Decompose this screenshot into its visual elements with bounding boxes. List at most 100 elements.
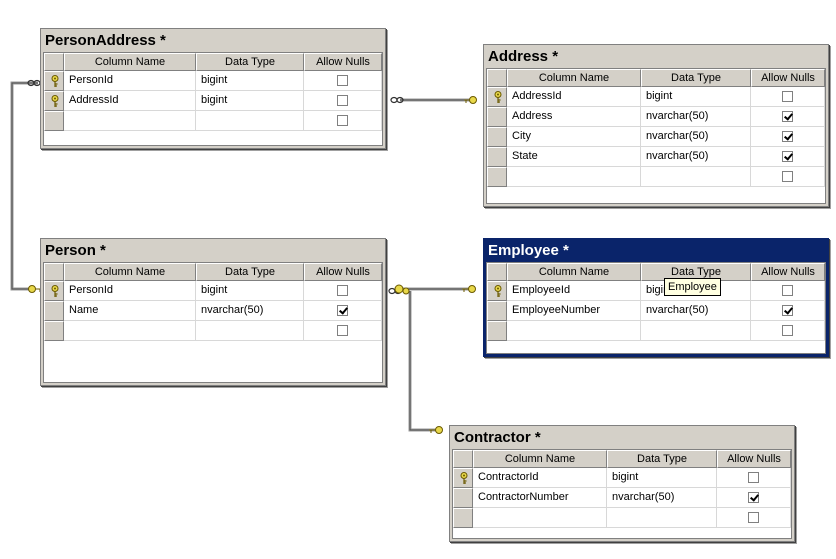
column-name-cell[interactable]: State [507,147,641,167]
allow-nulls-checkbox[interactable] [337,95,348,106]
allow-nulls-checkbox[interactable] [782,285,793,296]
data-type-header[interactable]: Data Type [196,53,304,71]
data-type-cell[interactable]: bigint [196,281,304,301]
row-selector[interactable] [44,111,64,131]
row-selector[interactable] [453,488,473,508]
data-type-cell[interactable]: bigint [641,87,751,107]
column-name-cell[interactable]: EmployeeNumber [507,301,641,321]
relationship-person-contractor[interactable] [408,291,436,432]
column-name-cell[interactable]: Address [507,107,641,127]
row-selector[interactable] [487,167,507,187]
allow-nulls-header[interactable]: Allow Nulls [304,53,382,71]
column-row[interactable] [453,508,791,528]
column-name-header[interactable]: Column Name [473,450,607,468]
data-type-cell[interactable]: nvarchar(50) [641,301,751,321]
data-type-cell[interactable]: bigint [607,468,717,488]
column-name-cell[interactable] [64,111,196,131]
column-name-cell[interactable] [64,321,196,341]
header-corner[interactable] [453,450,473,468]
header-corner[interactable] [44,263,64,281]
data-type-cell[interactable] [641,167,751,187]
column-name-cell[interactable]: AddressId [507,87,641,107]
allow-nulls-checkbox[interactable] [782,111,793,122]
allow-nulls-checkbox[interactable] [337,305,348,316]
column-name-header[interactable]: Column Name [64,263,196,281]
row-selector[interactable] [44,71,64,91]
header-corner[interactable] [487,263,507,281]
column-name-cell[interactable] [507,167,641,187]
row-selector[interactable] [487,321,507,341]
column-name-cell[interactable] [473,508,607,528]
row-selector[interactable] [453,468,473,488]
allow-nulls-checkbox[interactable] [337,325,348,336]
table-title[interactable]: Contractor * [454,429,541,446]
allow-nulls-checkbox[interactable] [782,131,793,142]
allow-nulls-checkbox[interactable] [782,171,793,182]
table-title[interactable]: PersonAddress * [45,32,166,49]
allow-nulls-checkbox[interactable] [748,492,759,503]
data-type-cell[interactable]: nvarchar(50) [607,488,717,508]
data-type-cell[interactable] [607,508,717,528]
allow-nulls-header[interactable]: Allow Nulls [751,263,825,281]
allow-nulls-checkbox[interactable] [748,512,759,523]
table-title[interactable]: Employee * [488,242,569,259]
allow-nulls-checkbox[interactable] [782,91,793,102]
data-type-cell[interactable]: nvarchar(50) [641,127,751,147]
row-selector[interactable] [487,281,507,301]
column-name-cell[interactable]: ContractorId [473,468,607,488]
allow-nulls-checkbox[interactable] [782,151,793,162]
relationship-person-personaddress[interactable] [10,81,38,291]
row-selector[interactable] [44,91,64,111]
column-name-cell[interactable]: PersonId [64,71,196,91]
allow-nulls-checkbox[interactable] [337,285,348,296]
data-type-cell[interactable]: nvarchar(50) [641,107,751,127]
row-selector[interactable] [44,281,64,301]
data-type-cell[interactable]: bigint [196,91,304,111]
column-row[interactable] [487,321,825,341]
column-name-header[interactable]: Column Name [507,69,641,87]
column-name-cell[interactable]: Name [64,301,196,321]
row-selector[interactable] [487,301,507,321]
column-name-cell[interactable] [507,321,641,341]
row-selector[interactable] [487,147,507,167]
allow-nulls-header[interactable]: Allow Nulls [717,450,791,468]
header-corner[interactable] [487,69,507,87]
allow-nulls-header[interactable]: Allow Nulls [751,69,825,87]
column-name-cell[interactable]: AddressId [64,91,196,111]
column-name-cell[interactable]: ContractorNumber [473,488,607,508]
column-name-header[interactable]: Column Name [64,53,196,71]
data-type-cell[interactable] [196,111,304,131]
data-type-cell[interactable]: bigint [196,71,304,91]
row-selector[interactable] [487,127,507,147]
column-row[interactable] [44,321,382,341]
column-name-cell[interactable]: City [507,127,641,147]
row-selector[interactable] [44,301,64,321]
column-name-header[interactable]: Column Name [507,263,641,281]
data-type-header[interactable]: Data Type [607,450,717,468]
column-row[interactable] [487,167,825,187]
row-selector[interactable] [487,107,507,127]
allow-nulls-checkbox[interactable] [748,472,759,483]
allow-nulls-checkbox[interactable] [782,305,793,316]
data-type-cell[interactable] [196,321,304,341]
allow-nulls-checkbox[interactable] [337,75,348,86]
data-type-cell[interactable]: nvarchar(50) [196,301,304,321]
